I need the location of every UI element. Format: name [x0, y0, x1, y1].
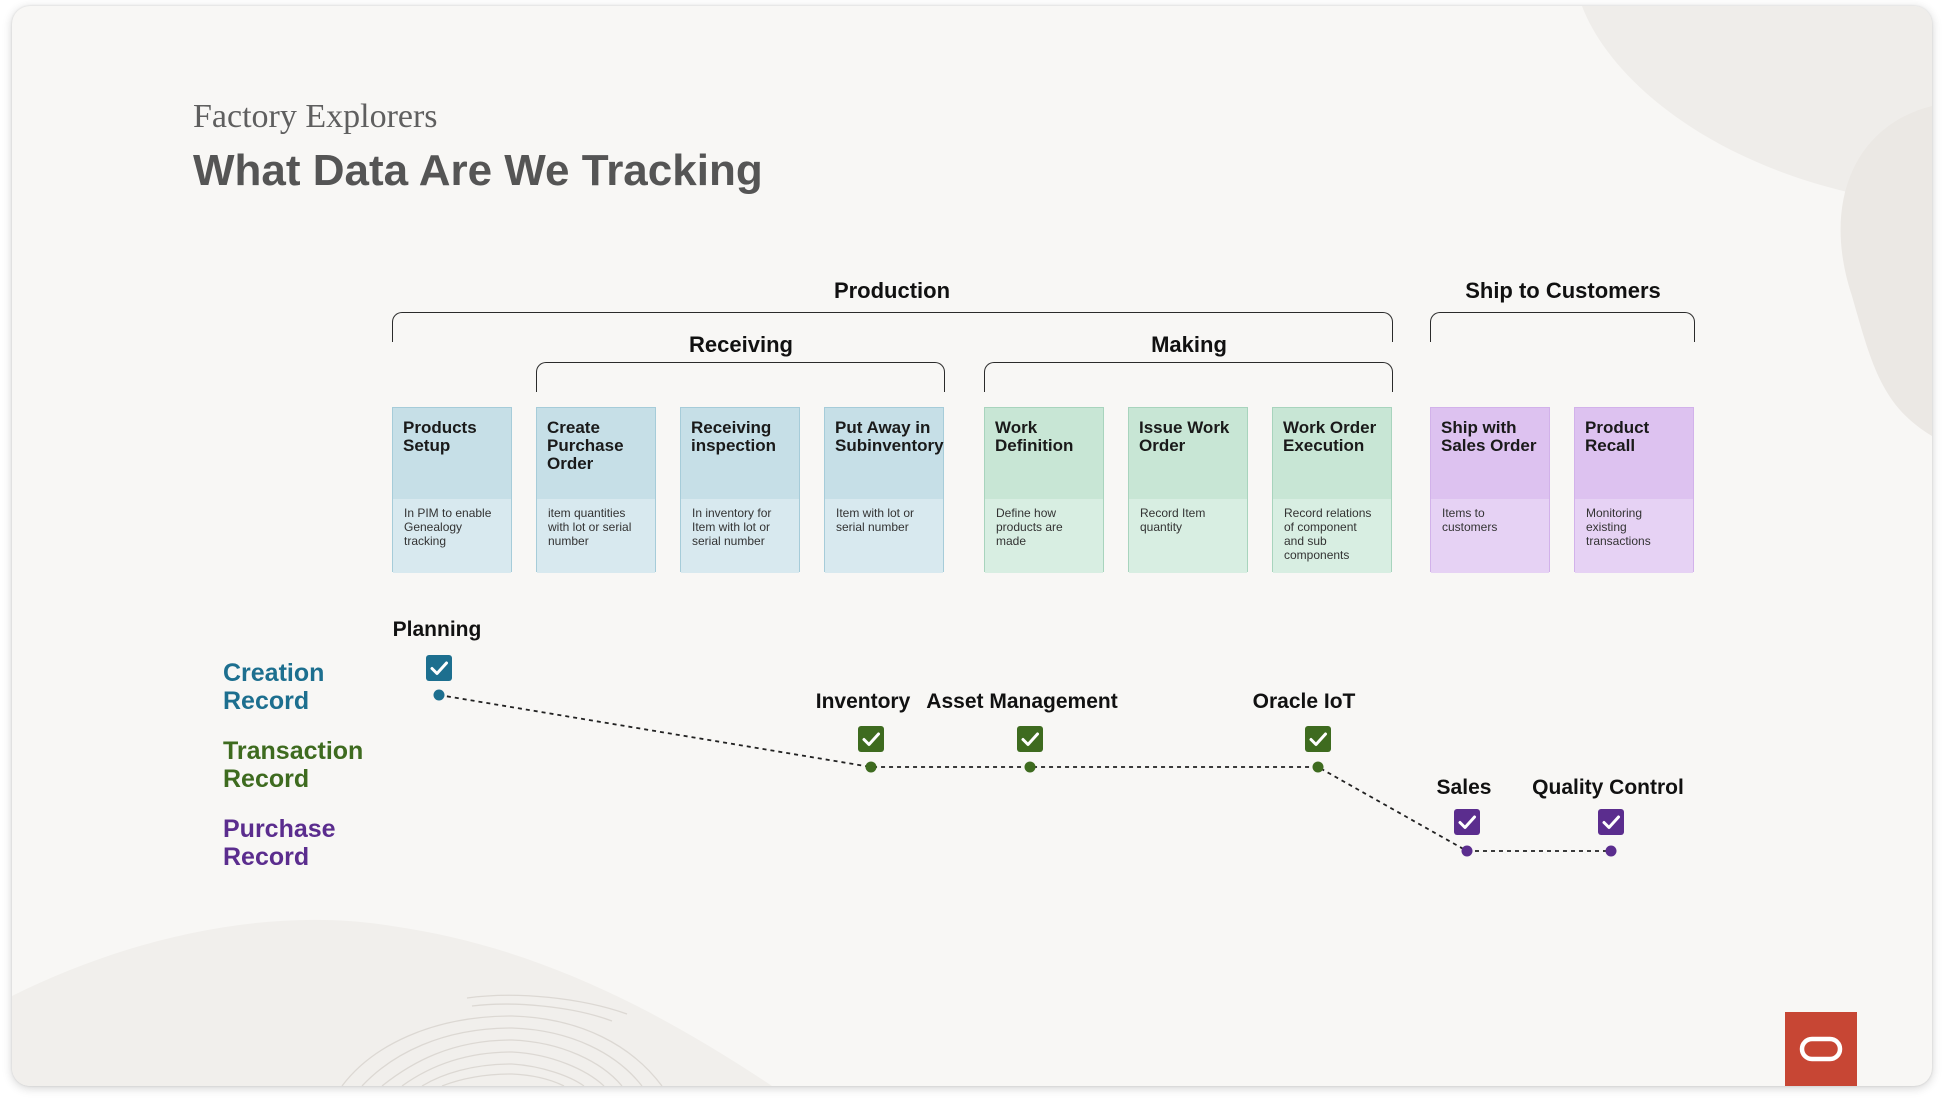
card-receiving-inspection: Receiving inspection In inventory for It… — [680, 407, 800, 573]
card-title: Product Recall — [1575, 408, 1693, 499]
bracket-production — [392, 312, 1393, 342]
legend-creation-record: Creation Record — [223, 659, 325, 715]
node-dot — [1024, 761, 1036, 773]
card-product-recall: Product Recall Monitoring existing trans… — [1574, 407, 1694, 573]
node-dot — [1461, 845, 1473, 857]
slide: Factory Explorers What Data Are We Track… — [12, 6, 1932, 1086]
card-work-definition: Work Definition Define how products are … — [984, 407, 1104, 573]
milestone-label-oracle-iot: Oracle IoT — [1252, 690, 1356, 713]
card-description: Item with lot or serial number — [825, 499, 943, 573]
milestone-label-inventory: Inventory — [815, 690, 911, 713]
legend-purchase-record: Purchase Record — [223, 815, 336, 871]
card-description: Define how products are made — [985, 499, 1103, 573]
node-dot — [1312, 761, 1324, 773]
card-description: In inventory for Item with lot or serial… — [681, 499, 799, 573]
checkbox-checked-icon — [1454, 809, 1480, 835]
group-label-receiving: Receiving — [689, 332, 793, 357]
milestone-label-planning: Planning — [392, 618, 482, 641]
bracket-making — [984, 362, 1393, 392]
node-dot — [865, 761, 877, 773]
card-create-purchase-order: Create Purchase Order item quantities wi… — [536, 407, 656, 573]
card-work-order-execution: Work Order Execution Record relations of… — [1272, 407, 1392, 573]
page-title: What Data Are We Tracking — [193, 146, 763, 195]
deck-subtitle: Factory Explorers — [193, 98, 438, 135]
oracle-logo-icon — [1785, 1012, 1857, 1086]
checkbox-checked-icon — [426, 655, 452, 681]
group-label-ship: Ship to Customers — [1465, 278, 1661, 303]
checkbox-checked-icon — [1017, 726, 1043, 752]
group-label-making: Making — [1151, 332, 1227, 357]
card-title: Issue Work Order — [1129, 408, 1247, 499]
milestone-label-asset-management: Asset Management — [926, 690, 1118, 713]
checkbox-checked-icon — [1305, 726, 1331, 752]
card-title: Ship with Sales Order — [1431, 408, 1549, 499]
milestone-label-quality-control: Quality Control — [1532, 776, 1684, 799]
background-decoration — [12, 6, 1932, 1086]
checkbox-checked-icon — [858, 726, 884, 752]
card-title: Create Purchase Order — [537, 408, 655, 499]
card-ship-with-sales-order: Ship with Sales Order Items to customers — [1430, 407, 1550, 573]
legend-transaction-record: Transaction Record — [223, 737, 364, 793]
card-description: Record Item quantity — [1129, 499, 1247, 573]
bracket-ship — [1430, 312, 1695, 342]
group-label-production: Production — [833, 278, 951, 303]
card-title: Receiving inspection — [681, 408, 799, 499]
card-title: Products Setup — [393, 408, 511, 499]
card-issue-work-order: Issue Work Order Record Item quantity — [1128, 407, 1248, 573]
card-products-setup: Products Setup In PIM to enable Genealog… — [392, 407, 512, 573]
milestone-label-sales: Sales — [1436, 776, 1492, 799]
card-description: Items to customers — [1431, 499, 1549, 573]
checkbox-checked-icon — [1598, 809, 1624, 835]
card-description: Monitoring existing transactions — [1575, 499, 1693, 573]
record-flow-line — [433, 689, 1617, 857]
card-title: Work Definition — [985, 408, 1103, 499]
card-put-away-subinventory: Put Away in Subinventory Item with lot o… — [824, 407, 944, 573]
card-description: Record relations of component and sub co… — [1273, 499, 1391, 573]
card-description: In PIM to enable Genealogy tracking — [393, 499, 511, 573]
node-dot — [433, 689, 445, 701]
card-title: Work Order Execution — [1273, 408, 1391, 499]
node-dot — [1605, 845, 1617, 857]
bracket-receiving — [536, 362, 945, 392]
card-title: Put Away in Subinventory — [825, 408, 944, 499]
card-description: item quantities with lot or serial numbe… — [537, 499, 655, 573]
